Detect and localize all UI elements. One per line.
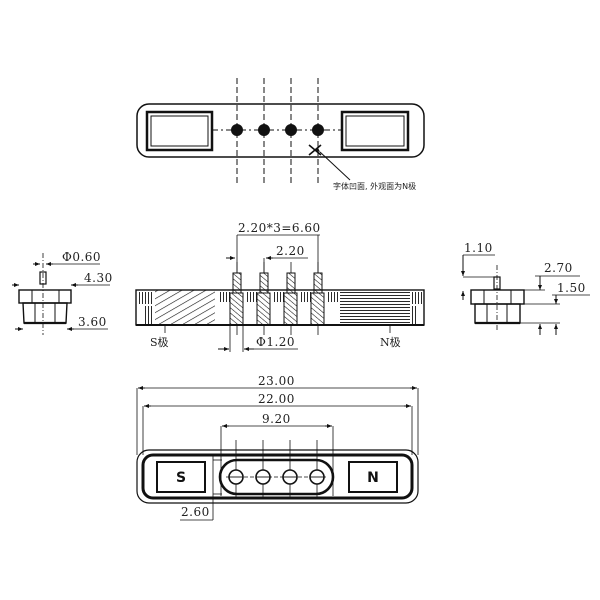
dim-bottom-width: 3.60 — [78, 315, 107, 329]
x-mark-icon — [308, 144, 322, 156]
dim-pin-tip-diameter: Φ0.60 — [62, 250, 101, 264]
n-pole-text: N — [367, 470, 379, 486]
top-right-window — [340, 110, 410, 152]
s-pole-label: S极 — [150, 335, 169, 349]
top-view: 字体凹面, 外观面为N极 — [136, 78, 425, 191]
top-outline — [136, 103, 425, 158]
dim-overall-length: 23.00 — [258, 374, 295, 388]
dim-inner-length: 22.00 — [258, 392, 295, 406]
dim-pin-diameter: Φ1.20 — [256, 335, 295, 349]
top-left-window — [145, 110, 214, 152]
dim-slot-width: 2.60 — [181, 505, 210, 519]
top-view-note: 字体凹面, 外观面为N极 — [333, 181, 416, 191]
right-pin-view: 1.10 2.70 1.50 — [461, 241, 590, 335]
bottom-outline — [136, 449, 419, 504]
top-pin-2 — [258, 124, 270, 136]
dim-pitch-total: 2.20*3=6.60 — [238, 221, 321, 235]
dim-total-height: 2.70 — [544, 261, 573, 275]
dim-pitch: 2.20 — [276, 244, 305, 258]
dim-top-width: 4.30 — [84, 271, 113, 285]
top-pin-1 — [231, 124, 243, 136]
s-pole-marker — [156, 461, 206, 493]
bottom-view: 23.00 22.00 9.20 S N — [136, 374, 419, 521]
dim-base-height: 1.50 — [557, 281, 586, 295]
side-section-view: 2.20*3=6.60 2.20 Φ1.20 S极 N极 — [135, 221, 425, 352]
n-pole-marker — [348, 461, 398, 493]
n-pole-label: N极 — [380, 335, 401, 349]
dim-pin-span: 9.20 — [262, 412, 291, 426]
top-pin-4 — [312, 124, 324, 136]
pin-slot — [218, 458, 335, 496]
s-pole-text: S — [176, 470, 186, 486]
dim-pin-height: 1.10 — [464, 241, 493, 255]
top-pin-3 — [285, 124, 297, 136]
left-pin-view: Φ0.60 4.30 3.60 — [12, 250, 113, 335]
